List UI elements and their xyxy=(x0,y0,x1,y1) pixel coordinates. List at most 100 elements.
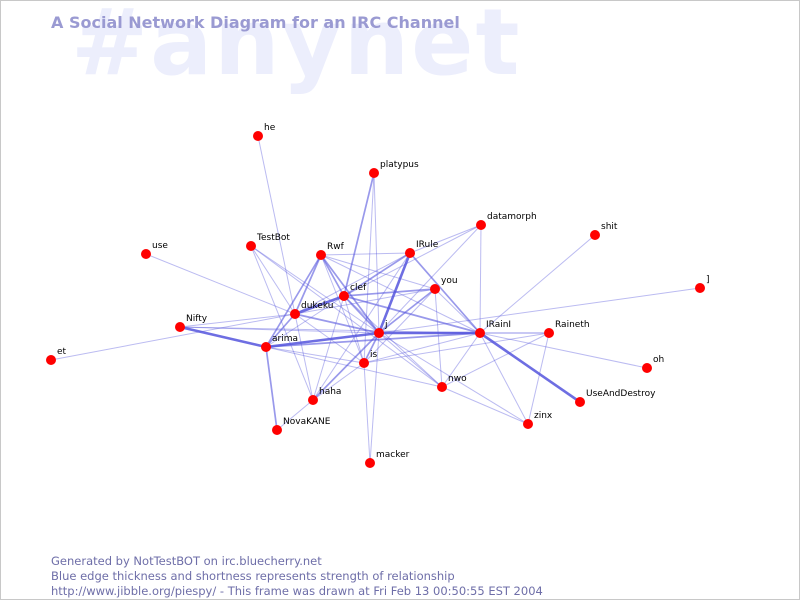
node-label: haha xyxy=(319,387,341,397)
edge-IRule-haha xyxy=(312,252,411,401)
node-dot xyxy=(405,248,415,258)
edge-arima-is xyxy=(265,346,365,364)
edge-IRainI-zinx xyxy=(479,332,529,425)
edge-arima-nwo xyxy=(265,346,443,388)
node-label: you xyxy=(441,276,458,286)
node-is: is xyxy=(359,350,378,368)
edge-j-zinx xyxy=(378,332,529,425)
node-dot xyxy=(475,328,485,338)
edge-platypus-clef xyxy=(343,172,375,297)
node-j: j xyxy=(374,320,388,338)
node-label: UseAndDestroy xyxy=(586,389,656,399)
edge-clef-dukeku xyxy=(294,294,345,316)
edge-you-j xyxy=(378,288,436,334)
node-label: ] xyxy=(706,275,710,285)
footer-generator-line: Generated by NotTestBOT on irc.bluecherr… xyxy=(51,554,322,568)
node-TestBot: TestBot xyxy=(246,233,290,251)
edge-IRainI-nwo xyxy=(441,332,481,388)
edge-j-nwo xyxy=(378,332,443,388)
edge-IRainI-oh xyxy=(479,332,648,369)
node-nwo: nwo xyxy=(437,374,467,392)
edge-datamorph-IRainI xyxy=(479,224,482,334)
footer-legend-line: Blue edge thickness and shortness repres… xyxy=(51,569,455,583)
edge-platypus-j xyxy=(373,172,380,334)
edge-he-dukeku xyxy=(257,135,296,315)
node-IRainI: IRainI xyxy=(475,320,511,338)
node-label: Nifty xyxy=(186,314,208,324)
edge-dukeku-Nifty xyxy=(179,313,296,328)
edge-Rwf-dukeku xyxy=(294,254,322,315)
node-label: IRainI xyxy=(486,320,511,330)
node-label: arima xyxy=(272,334,298,344)
edge-j-arima xyxy=(265,331,380,349)
edges-layer xyxy=(50,135,701,464)
node-IRule: IRule xyxy=(405,240,439,258)
node-label: is xyxy=(370,350,378,360)
edge-you-nwo xyxy=(434,288,443,388)
node-Rwf: Rwf xyxy=(316,242,345,260)
edge-Rwf-is xyxy=(320,254,365,364)
edge-Rwf-clef xyxy=(320,254,345,297)
node-macker: macker xyxy=(365,450,410,468)
edge-haha-NovaKANE xyxy=(276,399,314,431)
edge-datamorph-clef xyxy=(343,224,482,297)
edge-Rwf-IRule xyxy=(320,252,411,256)
node-label: TestBot xyxy=(256,233,290,243)
node-Raineth: Raineth xyxy=(544,320,590,338)
edge-Rwf-arima xyxy=(265,254,322,348)
edge-clef-nwo xyxy=(343,295,443,388)
node-label: datamorph xyxy=(487,212,537,222)
edge-IRainI-UseAndDestroy xyxy=(479,331,581,404)
node-dot xyxy=(369,168,379,178)
node-dot xyxy=(575,397,585,407)
edge-clef-arima xyxy=(265,295,345,348)
edge-TestBot-nwo xyxy=(250,245,443,388)
edge-IRule-IRainI xyxy=(409,252,481,334)
node-label: dukeku xyxy=(301,301,333,311)
node-Nifty: Nifty xyxy=(175,314,208,332)
node-label: macker xyxy=(376,450,410,460)
node-dot xyxy=(261,342,271,352)
node-dot xyxy=(141,249,151,259)
edge-Raineth-is xyxy=(363,332,550,364)
node-dot xyxy=(430,284,440,294)
node-zinx: zinx xyxy=(523,411,553,429)
node-dot xyxy=(246,241,256,251)
node-dot xyxy=(695,283,705,293)
node-use: use xyxy=(141,241,168,259)
edge-clef-j xyxy=(343,295,380,334)
edge-clef-haha xyxy=(312,295,345,401)
node-label: platypus xyxy=(380,160,419,170)
node-dot xyxy=(272,425,282,435)
node-dot xyxy=(437,382,447,392)
node-clef: clef xyxy=(339,283,367,301)
node-dot xyxy=(590,230,600,240)
node-label: nwo xyxy=(448,374,467,384)
edge-you-IRainI xyxy=(434,288,481,334)
node-NovaKANE: NovaKANE xyxy=(272,417,331,435)
footer-url-line: http://www.jibble.org/piespy/ - This fra… xyxy=(51,584,543,598)
node-dot xyxy=(365,458,375,468)
footer: Generated by NotTestBOT on irc.bluecherr… xyxy=(51,554,543,599)
edge-IRule-dukeku xyxy=(294,252,411,315)
edge-you-clef xyxy=(343,288,436,297)
node-label: Rwf xyxy=(327,242,345,252)
edge-clef-IRainI xyxy=(343,295,481,334)
edge-IRule-clef xyxy=(343,252,411,297)
edge-Nifty-arima xyxy=(179,325,267,349)
node-you: you xyxy=(430,276,458,294)
node-dot xyxy=(476,220,486,230)
node-arima: arima xyxy=(261,334,298,352)
node-label: clef xyxy=(350,283,367,293)
node-dot xyxy=(46,355,56,365)
edge-Nifty-j xyxy=(179,326,380,334)
edge-j-macker xyxy=(369,332,380,464)
node-label: he xyxy=(264,123,276,133)
node-label: Raineth xyxy=(555,320,590,330)
edge-Rwf-you xyxy=(320,254,436,290)
node-label: et xyxy=(57,347,67,357)
node-dot xyxy=(339,291,349,301)
